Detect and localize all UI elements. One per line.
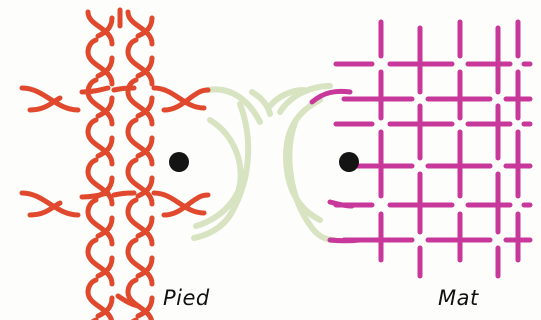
mat-edge-strand bbox=[330, 240, 360, 241]
pied-row-strand bbox=[114, 88, 134, 90]
pied-row-strand bbox=[82, 193, 108, 197]
mat-dot bbox=[339, 152, 359, 172]
connector-strand bbox=[289, 120, 334, 240]
mat-label: Mat bbox=[438, 286, 479, 310]
pied-dot bbox=[169, 152, 189, 172]
dots bbox=[169, 152, 359, 172]
connector-strands bbox=[194, 86, 334, 240]
pied-row-strand bbox=[114, 193, 134, 195]
mat-weave bbox=[312, 22, 530, 276]
pied-label: Pied bbox=[163, 286, 210, 310]
